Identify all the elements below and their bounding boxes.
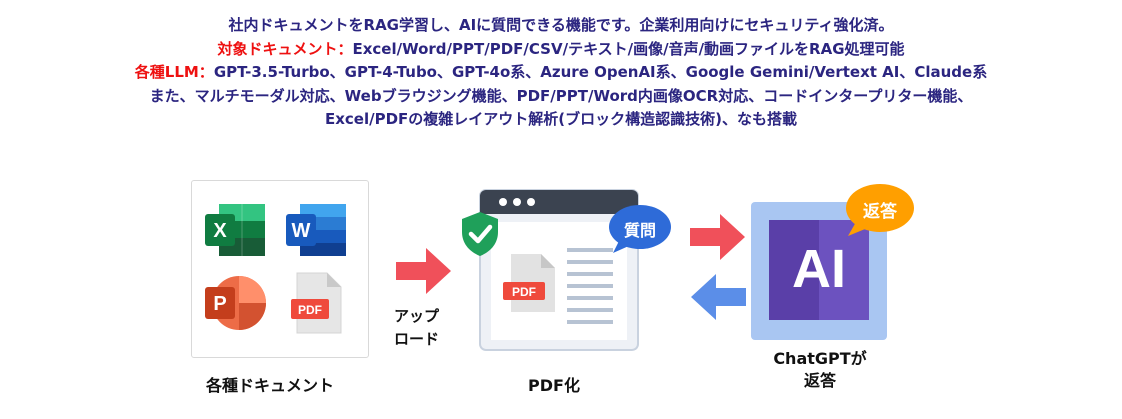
ppt-letter: P	[213, 293, 226, 315]
header-line-1: 社内ドキュメントをRAG学習し、AIに質問できる機能です。企業利用向けにセキュリ…	[228, 16, 894, 34]
upload-label-line-2: ロード	[394, 330, 440, 348]
ai-caption-line-2: 返答	[803, 371, 836, 390]
upload-label-line-1: アップ	[394, 307, 440, 325]
target-docs-text: Excel/Word/PPT/PDF/CSV/テキスト/画像/音声/動画ファイル…	[352, 39, 905, 58]
word-letter: W	[292, 220, 311, 242]
pdf-conversion-window	[479, 189, 639, 351]
upload-label: アップ ロード	[394, 305, 439, 351]
ai-label: AI	[792, 239, 846, 299]
ask-arrow	[690, 214, 745, 260]
answer-bubble-text: 返答	[863, 202, 897, 222]
header-line-5: Excel/PDFの複雑レイアウト解析(ブロック構造認識技術)、なも搭載	[324, 110, 797, 128]
llm-label: 各種LLM：	[134, 63, 214, 81]
header-line-4: また、マルチモーダル対応、Webブラウジング機能、PDF/PPT/Word内画像…	[149, 86, 973, 105]
question-bubble-text: 質問	[623, 221, 656, 240]
pdf-file-label: PDF	[298, 303, 322, 317]
powerpoint-icon: P	[205, 276, 266, 330]
llm-text: GPT-3.5-Turbo、GPT-4-Tubo、GPT-4o系、Azure O…	[213, 63, 988, 81]
ai-icon	[751, 202, 887, 340]
inner-pdf-label: PDF	[512, 285, 536, 299]
question-bubble	[609, 205, 671, 253]
header-text-block: 社内ドキュメントをRAG学習し、AIに質問できる機能です。企業利用向けにセキュリ…	[0, 14, 1122, 132]
target-docs-label: 対象ドキュメント：	[217, 39, 353, 58]
documents-caption: 各種ドキュメント	[206, 376, 335, 395]
ai-caption-line-1: ChatGPTが	[773, 349, 867, 368]
documents-box: X W P PDF	[191, 180, 369, 358]
shield-check-icon	[462, 212, 498, 256]
header-line-3: 各種LLM：GPT-3.5-Turbo、GPT-4-Tubo、GPT-4o系、A…	[0, 61, 1122, 85]
ai-caption: ChatGPTが 返答	[760, 348, 880, 392]
header-line-2: 対象ドキュメント：Excel/Word/PPT/PDF/CSV/テキスト/画像/…	[0, 38, 1122, 62]
answer-bubble	[846, 184, 914, 236]
word-icon: W	[286, 204, 346, 256]
pdf-step-caption: PDF化	[528, 376, 580, 395]
reply-arrow	[691, 274, 746, 320]
excel-letter: X	[213, 220, 227, 242]
pdf-file-icon: PDF	[291, 272, 342, 334]
upload-arrow	[396, 248, 451, 294]
excel-icon: X	[205, 204, 265, 256]
